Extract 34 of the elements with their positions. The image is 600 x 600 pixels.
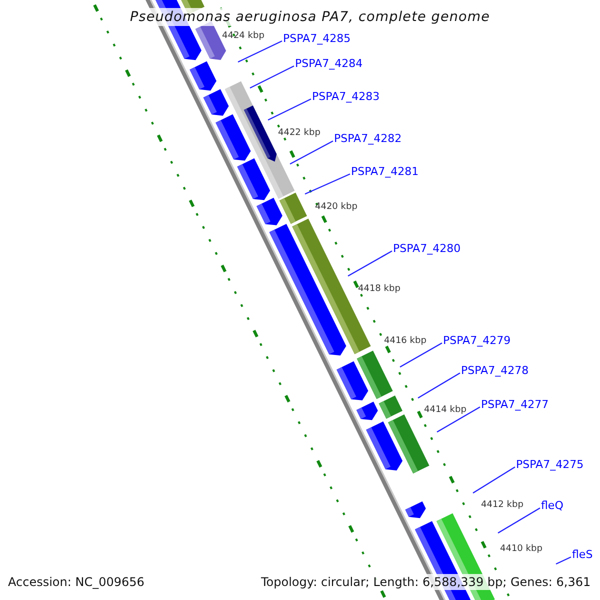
leader-line xyxy=(556,556,572,565)
gene-label: PSPA7_4279 xyxy=(443,335,511,347)
scale-label: 4422 kbp xyxy=(278,128,320,138)
scale-label: 4416 kbp xyxy=(384,336,426,346)
scale-label: 4420 kbp xyxy=(315,202,358,212)
scale-label: 4410 kbp xyxy=(500,544,542,554)
leader-line xyxy=(238,40,282,63)
leader-line xyxy=(250,65,294,89)
info-text: Accession: NC_009656 xyxy=(6,574,146,590)
scale-label: 4414 kbp xyxy=(424,405,466,415)
gene-label: PSPA7_4280 xyxy=(393,243,461,255)
scale-label: 4418 kbp xyxy=(358,284,400,294)
leader-line xyxy=(472,466,516,494)
leader-line xyxy=(418,372,460,399)
gene-label: PSPA7_4281 xyxy=(351,166,419,178)
gene-label: PSPA7_4283 xyxy=(312,91,380,103)
info-text: Topology: circular; Length: 6,588,339 bp; Genes: 6,361 xyxy=(259,574,593,590)
leader-line xyxy=(498,507,540,534)
leader-line xyxy=(290,140,334,165)
gene-label: fleS xyxy=(572,549,593,561)
gene-label: PSPA7_4282 xyxy=(334,133,402,145)
gene-label: PSPA7_4275 xyxy=(516,459,584,471)
leader-line xyxy=(400,342,442,368)
leader-line xyxy=(348,250,392,277)
scale-label: 4424 kbp xyxy=(222,31,264,41)
leader-line xyxy=(268,98,312,121)
leader-line xyxy=(436,406,480,433)
gene-label: PSPA7_4284 xyxy=(295,58,363,70)
scale-label: 4412 kbp xyxy=(481,500,524,510)
leader-line xyxy=(304,173,350,195)
gene-label: fleQ xyxy=(541,500,564,512)
gene-label: PSPA7_4278 xyxy=(461,365,529,377)
gene-label: PSPA7_4277 xyxy=(481,399,549,411)
gene-label: PSPA7_4285 xyxy=(283,33,351,45)
